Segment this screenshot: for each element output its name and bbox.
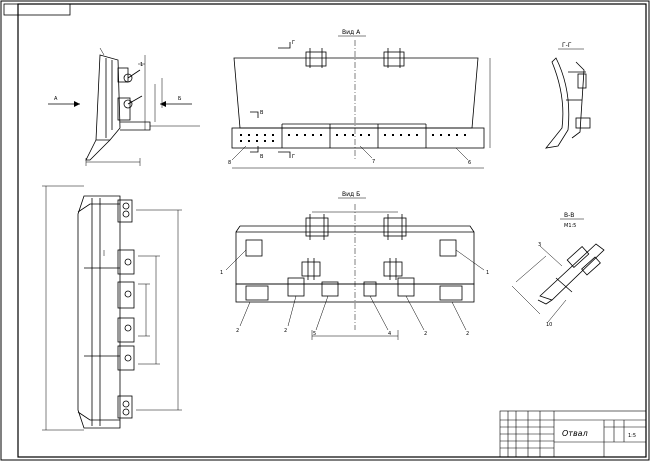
view-b-drawing (235, 204, 475, 340)
title-block (499, 410, 647, 458)
arrow-a-label: А (54, 96, 58, 102)
callout-front-7: 7 (372, 159, 375, 165)
callout-front-8: 8 (228, 160, 231, 166)
title-block-scale: 1:5 (628, 433, 636, 439)
view-b-leaders (225, 249, 485, 331)
cut-v-bottom-label: В (260, 154, 264, 160)
callout-rear-2-b: 2 (284, 328, 287, 334)
section-vv-dims (511, 245, 567, 323)
cut-v-top-label: В (260, 110, 264, 116)
arrow-b: Б (160, 96, 192, 107)
long-view-drawing (77, 195, 135, 429)
cut-g-bottom-label: Г (292, 154, 295, 160)
callout-rear-5: 5 (313, 331, 316, 337)
side-view (85, 47, 200, 166)
callout-rear-1-left: 1 (220, 270, 223, 276)
callout-vv-3: 3 (538, 242, 541, 248)
view-a-leaders (231, 145, 469, 161)
section-vv-drawing (537, 243, 605, 305)
cut-g-top-label: Г (292, 40, 295, 46)
callout-vv-10: 10 (546, 322, 552, 328)
callout-side-1: 1 (140, 62, 143, 68)
callout-rear-1-right: 1 (486, 270, 489, 276)
callout-rear-2-d: 2 (466, 331, 469, 337)
section-vv-scale: М1:5 (564, 223, 576, 229)
callout-front-6: 6 (468, 160, 471, 166)
title-block-doc-name: Отвал (562, 429, 588, 438)
long-view-dimensions (42, 185, 182, 431)
callout-rear-2-c: 2 (424, 331, 427, 337)
callout-rear-2-a: 2 (236, 328, 239, 334)
view-b-title: Вид Б (342, 191, 360, 198)
section-gg-title: Г-Г (562, 42, 572, 49)
arrow-b-label: Б (178, 96, 182, 102)
view-a-drawing (231, 40, 491, 169)
callout-rear-4: 4 (388, 331, 391, 337)
view-a-title: Вид А (342, 29, 361, 36)
section-vv-title: В-В (564, 212, 574, 219)
arrow-a: А (48, 96, 80, 107)
section-gg-drawing (545, 57, 591, 149)
view-a-bolts (240, 134, 466, 142)
